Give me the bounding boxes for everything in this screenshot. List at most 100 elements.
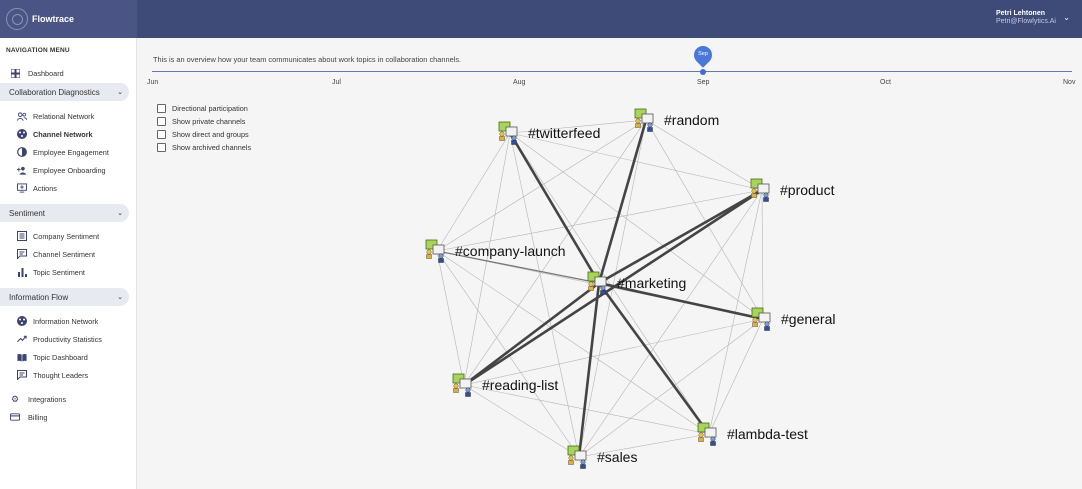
book-icon: [17, 352, 27, 362]
nav-item-label: Channel Sentiment: [33, 249, 96, 259]
graph-edge: [436, 189, 763, 252]
chevron-down-icon: ⌄: [117, 89, 123, 96]
graph-edge: [645, 119, 764, 320]
channel-node-label: #product: [780, 182, 835, 198]
group-collaboration-diagnostics[interactable]: Collaboration Diagnostics ⌄: [0, 83, 129, 101]
option-label: Show direct and groups: [172, 130, 249, 139]
checkbox[interactable]: [157, 143, 166, 152]
graph-edge: [578, 433, 710, 458]
graph-edge: [463, 384, 710, 435]
intro-text: This is an overview how your team commun…: [153, 55, 462, 64]
graph-edge: [508, 132, 601, 284]
option-show-direct-and-groups[interactable]: Show direct and groups: [157, 130, 249, 139]
timeline-month: Sep: [697, 79, 710, 86]
group-information-flow[interactable]: Information Flow ⌄: [0, 288, 129, 306]
nav-item-thought-leaders[interactable]: Thought Leaders: [0, 366, 129, 384]
chevron-down-icon[interactable]: ⌄: [1063, 13, 1070, 22]
nav-item-integrations[interactable]: ⚙ Integrations: [0, 390, 129, 408]
channel-node-label: #marketing: [617, 275, 686, 291]
gear-icon: ⚙: [10, 393, 20, 404]
channel-group-icon: [751, 307, 771, 331]
nav-item-channel-sentiment[interactable]: Channel Sentiment: [0, 245, 129, 263]
graph-edge: [463, 188, 763, 387]
timeline-month: Jun: [147, 79, 159, 86]
nav-item-information-network[interactable]: Information Network: [0, 312, 129, 330]
app-name: Flowtrace: [32, 14, 75, 24]
nav-item-employee-onboarding[interactable]: Employee Onboarding: [0, 161, 129, 179]
graph-edge: [645, 119, 763, 191]
user-name: Petri Lehtonen: [995, 10, 1045, 17]
timeline-handle[interactable]: [700, 69, 706, 75]
nav-item-dashboard[interactable]: Dashboard: [0, 64, 129, 82]
nav-item-label: Topic Dashboard: [33, 352, 88, 362]
graph-edge: [436, 250, 580, 458]
channel-node[interactable]: #sales: [567, 445, 637, 469]
chat-icon: [17, 249, 27, 259]
graph-edge: [578, 318, 764, 458]
checkbox[interactable]: [157, 117, 166, 126]
graph-edge: [463, 119, 647, 386]
graph-edge: [436, 250, 600, 284]
nav-item-billing[interactable]: Billing: [0, 408, 129, 426]
channel-node[interactable]: #product: [750, 178, 835, 202]
graph-edge: [598, 281, 764, 321]
nav-item-label: Information Network: [33, 316, 99, 326]
timeline-month: Nov: [1063, 79, 1076, 86]
option-directional-participation[interactable]: Directional participation: [157, 104, 248, 113]
graph-edge: [577, 282, 601, 458]
option-show-private-channels[interactable]: Show private channels: [157, 117, 245, 126]
group-sentiment[interactable]: Sentiment ⌄: [0, 204, 129, 222]
nav-item-actions[interactable]: Actions: [0, 179, 129, 197]
channel-node[interactable]: #random: [634, 108, 719, 132]
credit-card-icon: [10, 412, 20, 422]
nav-item-label: Dashboard: [28, 68, 64, 78]
channel-node[interactable]: #lambda-test: [697, 422, 808, 446]
nav-item-topic-dashboard[interactable]: Topic Dashboard: [0, 348, 129, 366]
graph-edge: [598, 188, 763, 285]
channel-group-icon: [750, 178, 770, 202]
group-label: Collaboration Diagnostics: [9, 87, 100, 97]
nav-item-company-sentiment[interactable]: Company Sentiment: [0, 227, 129, 245]
graph-edge: [436, 250, 465, 386]
option-show-archived-channels[interactable]: Show archived channels: [157, 143, 251, 152]
nav-item-channel-network[interactable]: Channel Network: [0, 125, 129, 143]
graph-edge: [578, 189, 763, 458]
dashboard-icon: [10, 68, 20, 78]
user-menu[interactable]: Petri Lehtonen Petri@Flowlytics.Ai: [996, 10, 1056, 25]
channel-node-label: #twitterfeed: [528, 125, 600, 141]
nav-menu-header: NAVIGATION MENU: [6, 47, 70, 54]
checkbox[interactable]: [157, 104, 166, 113]
channel-node-label: #sales: [597, 449, 637, 465]
option-label: Show archived channels: [172, 143, 252, 152]
channel-node[interactable]: #marketing: [587, 271, 686, 295]
timeline-month: Jul: [332, 79, 341, 86]
graph-edge: [509, 132, 763, 191]
nav-item-employee-engagement[interactable]: Employee Engagement: [0, 143, 129, 161]
nav-item-label: Employee Engagement: [33, 147, 109, 157]
channel-node[interactable]: #company-launch: [425, 239, 566, 263]
nav-item-label: Company Sentiment: [33, 231, 100, 241]
brand[interactable]: Flowtrace: [0, 0, 137, 38]
channel-node[interactable]: #general: [751, 307, 836, 331]
nav-item-label: Billing: [28, 412, 48, 422]
timeline-track[interactable]: [152, 71, 1072, 72]
nav-item-topic-sentiment[interactable]: Topic Sentiment: [0, 263, 129, 281]
chevron-down-icon: ⌄: [117, 210, 123, 217]
option-label: Show private channels: [172, 117, 246, 126]
channel-node[interactable]: #twitterfeed: [498, 121, 600, 145]
nav-item-relational-network[interactable]: Relational Network: [0, 107, 129, 125]
network-icon: [17, 316, 27, 326]
group-label: Sentiment: [9, 208, 46, 218]
nav-item-label: Channel Network: [33, 129, 93, 139]
channel-node[interactable]: #reading-list: [452, 373, 558, 397]
nav-item-productivity-statistics[interactable]: Productivity Statistics: [0, 330, 129, 348]
channel-group-icon: [425, 239, 445, 263]
graph-edge: [463, 318, 764, 386]
channel-group-icon: [498, 121, 518, 145]
graph-edge: [761, 189, 764, 320]
list-icon: [17, 231, 27, 241]
person-add-icon: [17, 165, 27, 175]
checkbox[interactable]: [157, 130, 166, 139]
nav-item-label: Thought Leaders: [33, 370, 89, 380]
